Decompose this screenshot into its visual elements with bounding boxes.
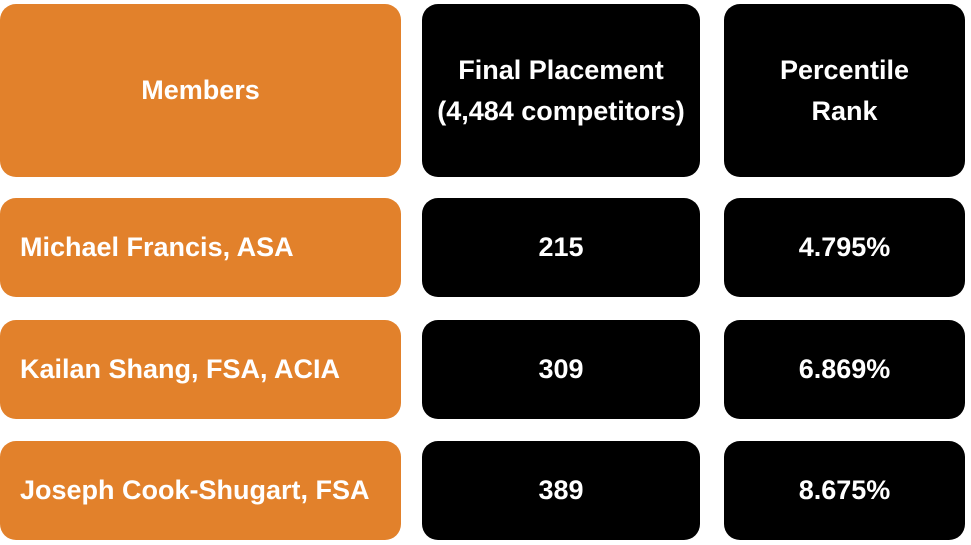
- percentile-value: 4.795%: [798, 232, 891, 263]
- header-percentile-rank: Percentile Rank: [724, 4, 965, 177]
- table-row-member: Joseph Cook-Shugart, FSA: [0, 441, 401, 540]
- header-percentile-rank-label: Percentile Rank: [779, 55, 910, 126]
- placement-value: 309: [538, 354, 584, 385]
- percentile-value: 6.869%: [798, 354, 891, 385]
- percentile-value: 8.675%: [798, 475, 891, 506]
- member-name: Joseph Cook-Shugart, FSA: [20, 475, 370, 506]
- member-name: Michael Francis, ASA: [20, 232, 294, 263]
- header-final-placement: Final Placement (4,484 competitors): [422, 4, 700, 177]
- table-row-member: Kailan Shang, FSA, ACIA: [0, 320, 401, 419]
- header-members: Members: [0, 4, 401, 177]
- table-row-percentile: 4.795%: [724, 198, 965, 297]
- table-row-percentile: 8.675%: [724, 441, 965, 540]
- table-row-placement: 215: [422, 198, 700, 297]
- placement-value: 215: [538, 232, 584, 263]
- header-final-placement-label: Final Placement (4,484 competitors): [437, 55, 685, 126]
- table-row-member: Michael Francis, ASA: [0, 198, 401, 297]
- header-members-label: Members: [141, 75, 260, 106]
- table-row-placement: 389: [422, 441, 700, 540]
- member-name: Kailan Shang, FSA, ACIA: [20, 354, 341, 385]
- table-row-placement: 309: [422, 320, 700, 419]
- placement-value: 389: [538, 475, 584, 506]
- table-row-percentile: 6.869%: [724, 320, 965, 419]
